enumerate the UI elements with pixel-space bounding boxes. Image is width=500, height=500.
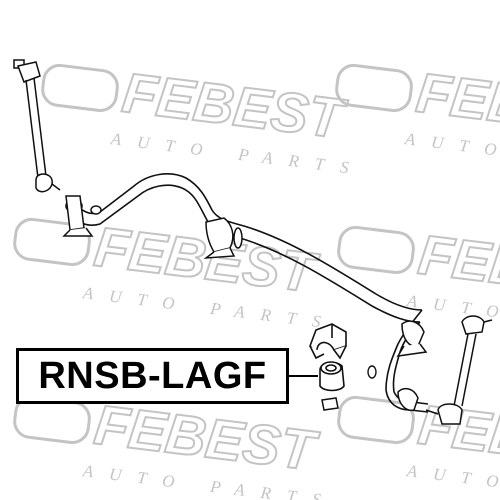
part-number-label: RNSB-LAGF <box>16 348 289 404</box>
right-bar-bushing <box>396 320 428 357</box>
left-nut <box>90 205 102 215</box>
watermark-tagline: AUTO PARTS <box>403 129 500 179</box>
right-link-bottom-joint <box>437 403 463 425</box>
left-bushing-clamp <box>62 195 94 237</box>
right-link-top-joint <box>461 315 485 335</box>
exploded-rubber-bushing <box>319 361 345 392</box>
watermark-emblem <box>337 225 415 275</box>
watermark-mid-left: FEBEST AUTO PARTS <box>13 213 338 333</box>
center-bushing <box>203 217 243 259</box>
exploded-bushing-clamp <box>309 323 347 360</box>
watermark-tagline: AUTO PARTS <box>405 461 500 500</box>
watermark-top-left: FEBEST AUTO PARTS <box>41 59 366 179</box>
small-washer <box>367 365 377 379</box>
right-stabilizer-link <box>425 315 493 425</box>
left-link-top-joint <box>16 61 41 83</box>
watermark-emblem <box>41 63 119 113</box>
right-lower-bracket <box>397 387 419 412</box>
left-stabilizer-link <box>13 59 61 193</box>
watermark-emblem <box>337 395 415 445</box>
left-link-bottom-joint <box>35 173 53 193</box>
watermark-emblem <box>335 63 413 113</box>
lower-nut <box>321 397 339 411</box>
watermark-emblem <box>13 217 91 267</box>
